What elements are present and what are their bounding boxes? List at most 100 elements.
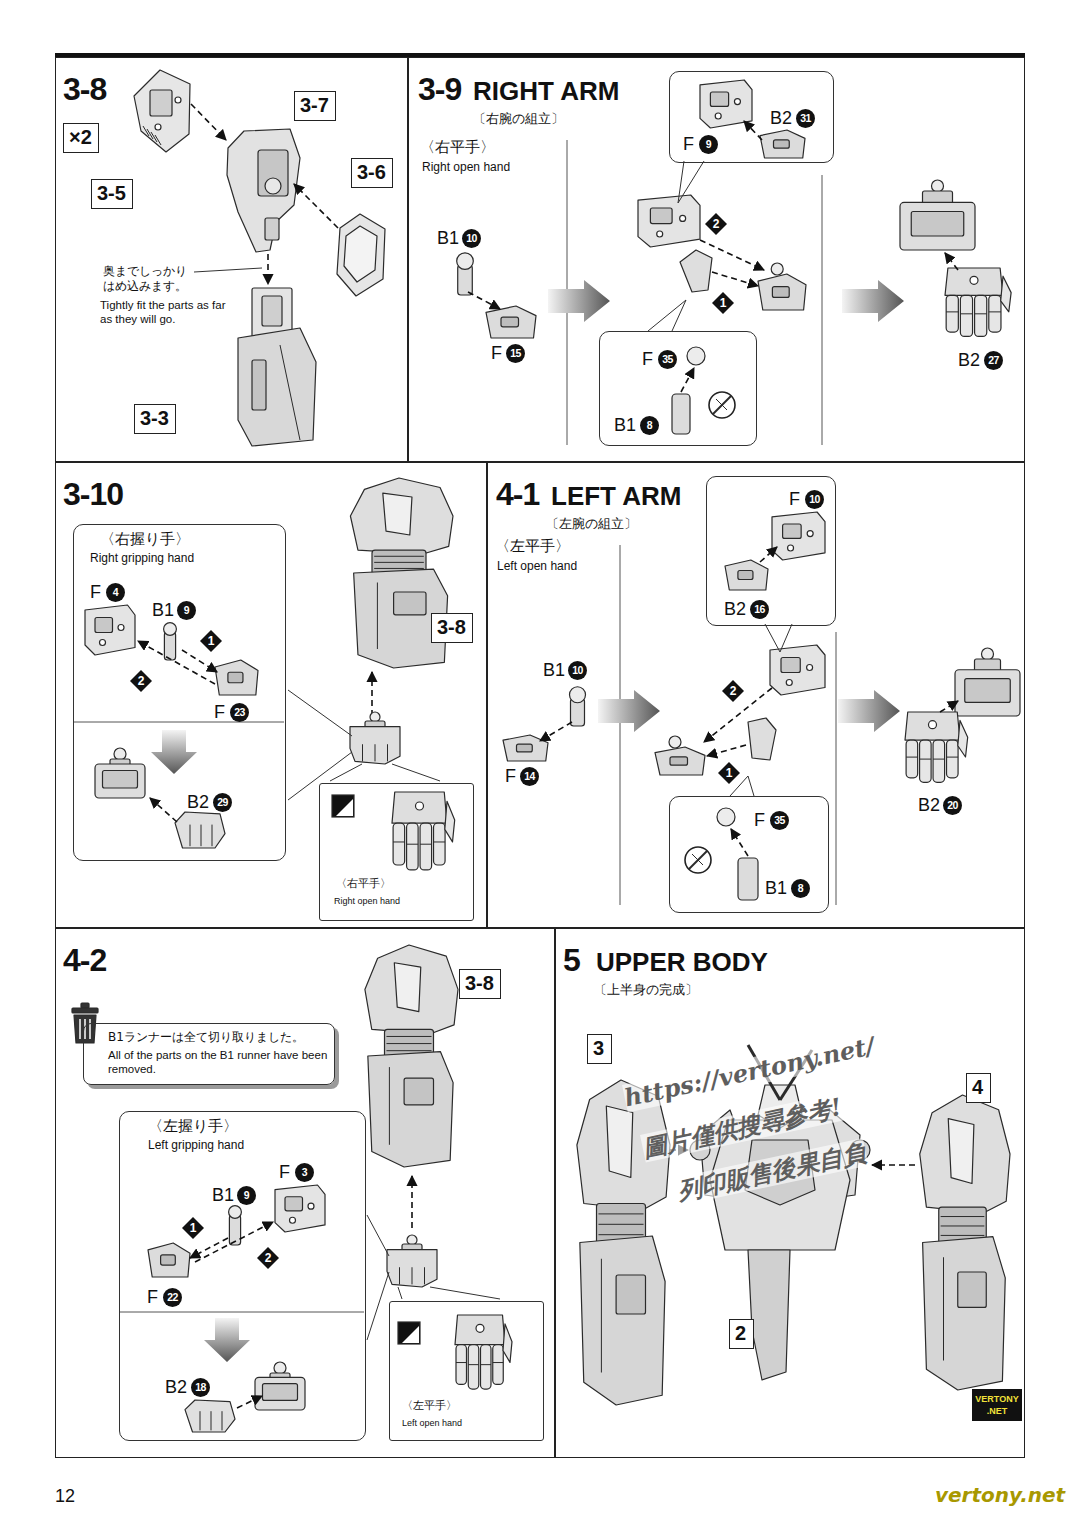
detail-line (598, 1234, 643, 1235)
step-reference-box: ×2 (63, 123, 99, 153)
part-drawing (770, 645, 825, 695)
detail-line (386, 1050, 431, 1051)
detail-line (941, 1235, 985, 1236)
trash-icon (72, 1008, 98, 1013)
step-reference-box: 2 (729, 1319, 754, 1349)
part-code: F (279, 1162, 290, 1182)
section-subtitle: 〔上半身の完成〕 (594, 983, 698, 998)
part-drawing (350, 478, 453, 554)
part-drawing (570, 687, 586, 703)
part-drawing (982, 648, 994, 660)
step-arrow (842, 280, 904, 322)
part-drawing (748, 1250, 790, 1380)
part-drawing (669, 736, 681, 748)
detail-line (420, 844, 432, 845)
part-drawing (734, 99, 740, 105)
part-drawing (290, 1217, 296, 1223)
order-mark: 1 (718, 762, 740, 784)
detail-line (201, 825, 202, 847)
part-drawing (404, 1078, 433, 1105)
part-drawing (920, 740, 932, 782)
part-drawing (394, 592, 426, 615)
detail-line (374, 556, 424, 557)
divider-line (620, 545, 621, 905)
part-drawing (164, 632, 175, 660)
detail-line (598, 1213, 643, 1214)
part-drawing (781, 658, 800, 673)
part-code: B1 (765, 878, 787, 898)
part-drawing (95, 764, 145, 798)
part-drawing (687, 347, 705, 365)
note-text: Tightly fit the parts as far as they wil… (100, 298, 228, 326)
part-number: 14 (520, 767, 539, 786)
part-drawing (738, 858, 758, 900)
no-cut-icon (713, 396, 731, 414)
part-drawing (657, 231, 663, 237)
trash-icon (81, 1003, 89, 1008)
watermark: vertony.net (935, 1484, 1065, 1507)
leader-line (398, 1287, 402, 1299)
part-drawing (933, 740, 945, 782)
part-drawing (445, 801, 455, 842)
step-reference: 3-3 (140, 406, 169, 430)
assembly-arrow (540, 722, 572, 741)
part-number: 35 (658, 350, 677, 369)
leader-line (367, 1215, 389, 1256)
part-drawing (227, 129, 300, 252)
order-mark: 2 (705, 213, 727, 235)
part-drawing (215, 660, 258, 695)
step-reference: 3-5 (97, 181, 126, 205)
assembly-arrow (760, 547, 777, 562)
assembly-arrow (150, 798, 177, 822)
assembly-arrow (731, 829, 748, 856)
part-code: B2 (724, 599, 746, 619)
step-arrow (598, 690, 660, 732)
detail-line (947, 757, 959, 758)
callout-tail (678, 161, 704, 203)
part-drawing (258, 150, 288, 196)
detail-line (377, 583, 378, 650)
part-drawing (420, 823, 432, 870)
step-reference: 3 (593, 1036, 604, 1060)
part-drawing (103, 771, 138, 789)
trash-icon (79, 1019, 81, 1039)
step-arrow (151, 730, 197, 774)
step-reference: 3-6 (357, 160, 386, 184)
part-drawing (262, 296, 282, 326)
note-text: 奥までしっかりはめ込みます。 (103, 264, 195, 294)
detail-line (456, 1362, 467, 1363)
part-drawing (772, 287, 789, 298)
detail-line (598, 1224, 643, 1225)
part-drawing (920, 1095, 1010, 1213)
part-drawing (238, 328, 316, 446)
part-drawing (965, 679, 1011, 703)
hand-type: Left open hand (497, 560, 577, 574)
photo-icon (336, 799, 353, 816)
detail-line (362, 744, 363, 761)
step-panel: 5UPPER BODY〔上半身の完成〕342 (555, 928, 1025, 1458)
part-drawing (228, 672, 243, 683)
step-arrow (204, 1318, 250, 1362)
part-number: 8 (791, 879, 810, 898)
part-number: 35 (770, 811, 789, 830)
part-drawing (1001, 276, 1011, 312)
part-drawing (616, 1275, 645, 1314)
callout-box: F10B216 (706, 476, 836, 626)
step-reference: 3-7 (300, 93, 329, 117)
part-number: 22 (163, 1288, 182, 1307)
detail-line (155, 135, 161, 145)
part-drawing (929, 721, 937, 729)
part-drawing (680, 250, 712, 292)
callout-box: F35B18 (669, 796, 829, 913)
part-drawing (161, 1255, 176, 1265)
part-drawing (670, 757, 688, 765)
step-reference-box: 3-6 (351, 158, 393, 188)
part-code: B2 (165, 1377, 187, 1397)
part-drawing (456, 1345, 467, 1385)
part-code: B2 (918, 795, 940, 815)
detail-line (601, 1259, 602, 1373)
part-drawing (95, 618, 113, 633)
callout-box: F35B18 (599, 331, 757, 446)
trash-icon (84, 1019, 86, 1039)
part-drawing (274, 1362, 286, 1374)
